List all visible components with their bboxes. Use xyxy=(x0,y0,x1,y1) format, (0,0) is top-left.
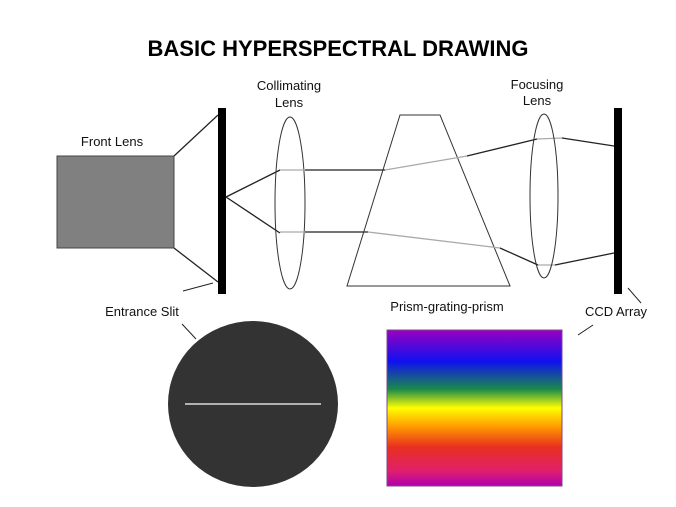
focusing-lens-label-2: Lens xyxy=(523,93,552,108)
ccd-spectrum-image xyxy=(386,329,563,487)
prism-label: Prism-grating-prism xyxy=(390,299,503,314)
entrance-slit-label: Entrance Slit xyxy=(105,304,179,319)
ray-bottom-focused xyxy=(554,252,615,266)
ccd-array-bar xyxy=(614,108,622,294)
front-lens-ray-top xyxy=(173,114,219,157)
collimating-lens-label-1: Collimating xyxy=(257,78,321,93)
diagram-title: BASIC HYPERSPECTRAL DRAWING xyxy=(148,36,529,61)
collimating-lens-label-2: Lens xyxy=(275,95,304,110)
ccd-label: CCD Array xyxy=(585,304,648,319)
front-lens-label: Front Lens xyxy=(81,134,144,149)
diverging-rays xyxy=(224,169,281,234)
ccd-leader xyxy=(627,287,642,304)
ray-bottom-in-prism xyxy=(367,231,501,249)
collimating-lens xyxy=(274,116,306,290)
focusing-lens xyxy=(529,113,559,279)
ray-top-in-focus-lens xyxy=(536,137,563,140)
ray-top-in-prism xyxy=(384,155,468,171)
ray-bottom-dispersed xyxy=(499,247,539,266)
ray-top-dispersed xyxy=(466,138,538,157)
front-lens-ray-bottom xyxy=(173,247,219,283)
focusing-lens-label-1: Focusing xyxy=(511,77,564,92)
entrance-slit-leader xyxy=(182,282,214,292)
slit-view-leader xyxy=(181,323,197,340)
spectrum-leader xyxy=(577,324,594,336)
front-lens-box xyxy=(56,155,175,249)
entrance-slit-bar xyxy=(218,108,226,294)
prism-grating-prism xyxy=(346,114,511,287)
ray-top-focused xyxy=(561,137,615,147)
